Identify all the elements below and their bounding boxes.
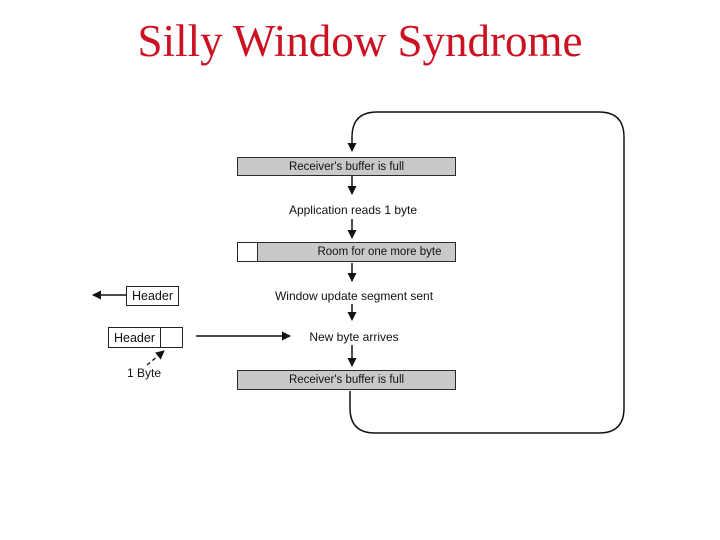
- window-update-label: Window update segment sent: [274, 289, 434, 303]
- new-byte-header-cell: Header: [108, 327, 161, 348]
- buffer-full-bottom-bar: Receiver's buffer is full: [237, 370, 456, 390]
- one-byte-label: 1 Byte: [126, 366, 162, 380]
- buffer-full-bottom-label: Receiver's buffer is full: [288, 374, 405, 386]
- new-byte-data-cell: [159, 327, 183, 348]
- buffer-full-top-bar: Receiver's buffer is full: [237, 157, 456, 176]
- room-for-byte-label: Room for one more byte: [317, 246, 442, 258]
- room-for-byte-bar: Room for one more byte: [257, 242, 456, 262]
- slide-title: Silly Window Syndrome: [137, 16, 583, 66]
- cycle-loop-arrow: [347, 111, 625, 434]
- window-update-segment: Header: [126, 286, 179, 306]
- new-byte-segment: Header: [108, 327, 183, 348]
- application-reads-label: Application reads 1 byte: [288, 203, 418, 217]
- one-byte-room-cell: [237, 242, 258, 262]
- window-update-header-cell: Header: [126, 286, 179, 306]
- new-byte-arrives-label: New byte arrives: [309, 330, 399, 344]
- buffer-full-top-label: Receiver's buffer is full: [288, 160, 405, 173]
- one-byte-callout-arrow: [146, 350, 165, 366]
